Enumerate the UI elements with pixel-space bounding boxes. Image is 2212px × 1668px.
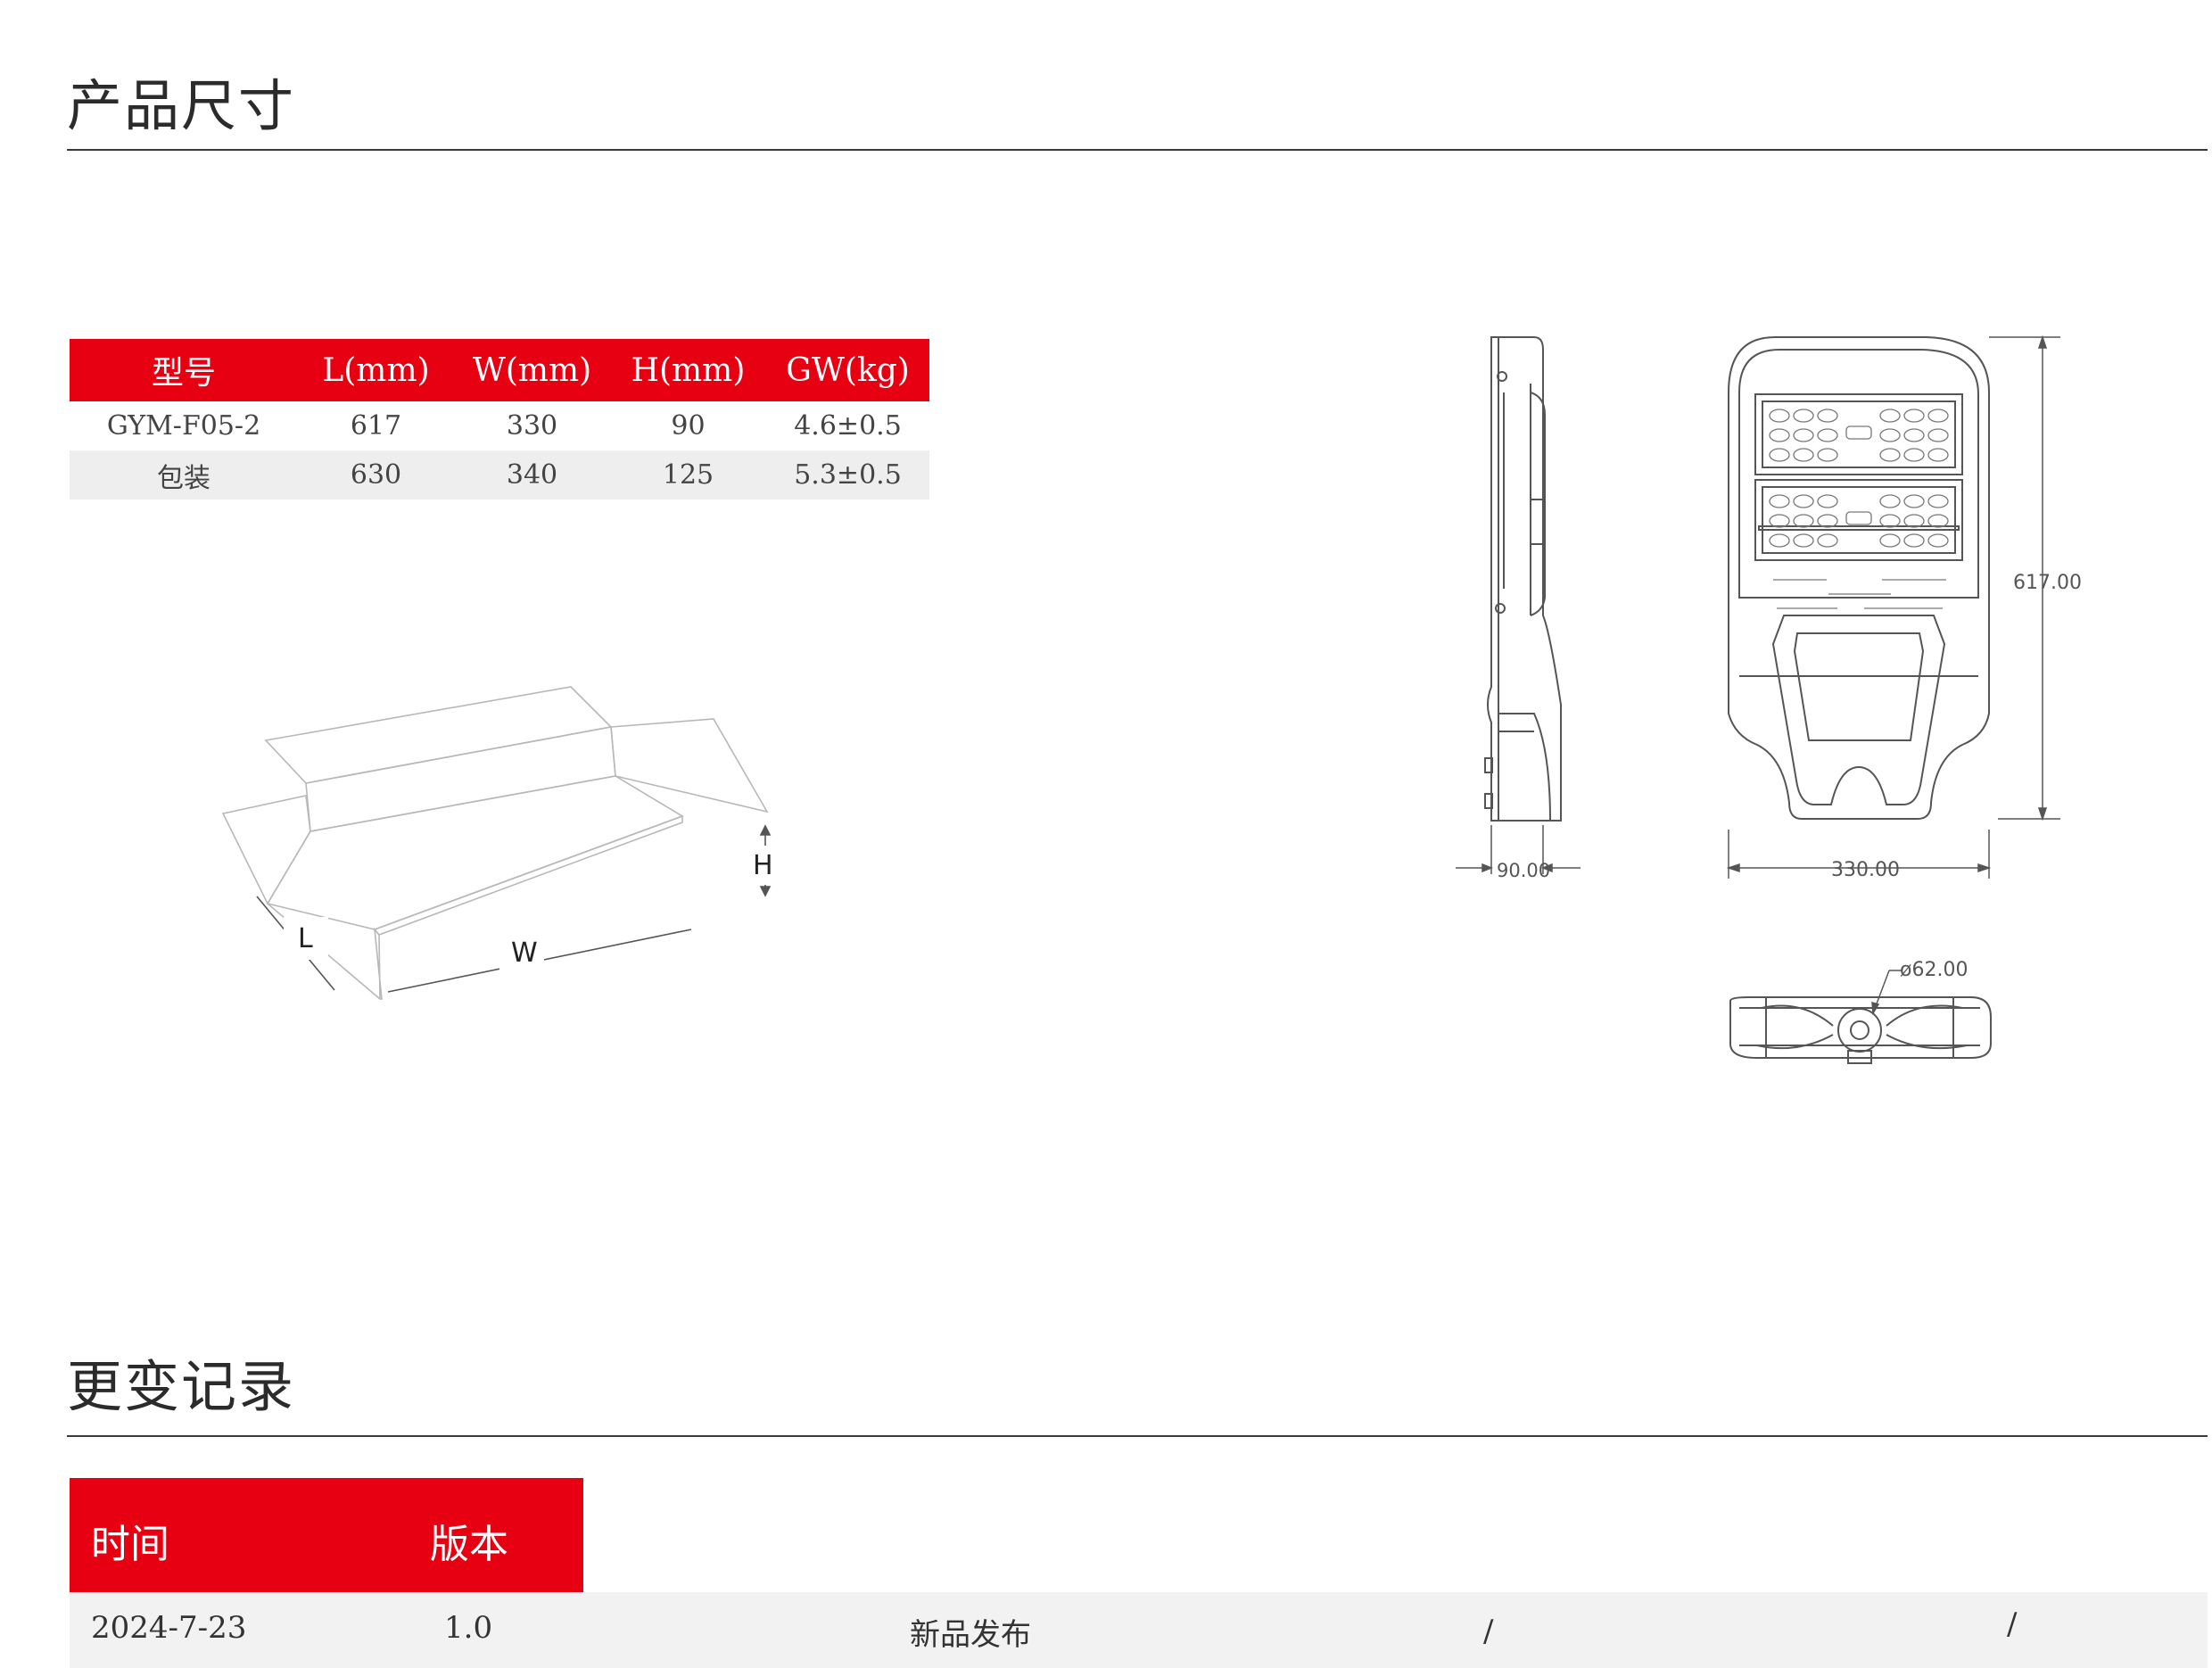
cell-width: 340 (506, 459, 558, 491)
header-version: 版本 (430, 1522, 508, 1567)
cell-weight: 4.6±0.5 (794, 410, 902, 442)
front-view-drawing: 617.00 330.00 (1726, 334, 2082, 881)
cell-version: 1.0 (444, 1610, 493, 1646)
header-weight: GW(kg) (786, 351, 910, 389)
length-dimension: 617.00 (2013, 572, 2082, 594)
bottom-view-drawing: ø62.00 (1729, 959, 1992, 1064)
cell-height: 125 (662, 459, 714, 491)
diameter-dimension: ø62.00 (1900, 959, 1968, 981)
cell-height: 90 (671, 410, 706, 442)
cell-date: 2024-7-23 (91, 1610, 247, 1646)
cell-weight: 5.3±0.5 (794, 459, 902, 491)
title-divider (67, 149, 2208, 151)
spec-table-header: 型号 L(mm) W(mm) H(mm) GW(kg) (70, 339, 929, 401)
header-height: H(mm) (631, 351, 746, 389)
cell-length: 617 (350, 410, 402, 442)
side-view-drawing: 90.00 (1456, 336, 1581, 881)
box-label-l: L (298, 923, 313, 954)
package-box-diagram: L W H (221, 686, 783, 1000)
header-date: 时间 (91, 1522, 169, 1567)
dimensions-title: 产品尺寸 (67, 73, 296, 138)
header-length: L(mm) (322, 351, 430, 389)
table-row: 包装 630 340 125 5.3±0.5 (70, 450, 929, 500)
header-model: 型号 (151, 355, 216, 392)
cell-width: 330 (506, 410, 558, 442)
changelog-divider (67, 1435, 2208, 1437)
cell-model: GYM-F05-2 (106, 410, 261, 442)
changelog-title: 更变记录 (67, 1354, 296, 1419)
depth-dimension: 90.00 (1497, 860, 1550, 881)
cell-length: 630 (350, 459, 402, 491)
box-label-w: W (511, 937, 538, 969)
cell-model: 包装 (157, 462, 210, 494)
changelog-header: 时间 版本 (70, 1478, 583, 1592)
table-row: 2024-7-23 1.0 新品发布 / / (70, 1592, 2208, 1668)
header-width: W(mm) (472, 351, 592, 389)
box-label-h: H (753, 850, 773, 881)
cell-col5: / (2007, 1606, 2018, 1642)
table-row: GYM-F05-2 617 330 90 4.6±0.5 (70, 401, 929, 450)
cell-note: 新品发布 (910, 1617, 1031, 1653)
cell-col4: / (1483, 1614, 1494, 1649)
spec-table: 型号 L(mm) W(mm) H(mm) GW(kg) GYM-F05-2 61… (70, 339, 929, 500)
width-dimension: 330.00 (1831, 859, 1900, 881)
